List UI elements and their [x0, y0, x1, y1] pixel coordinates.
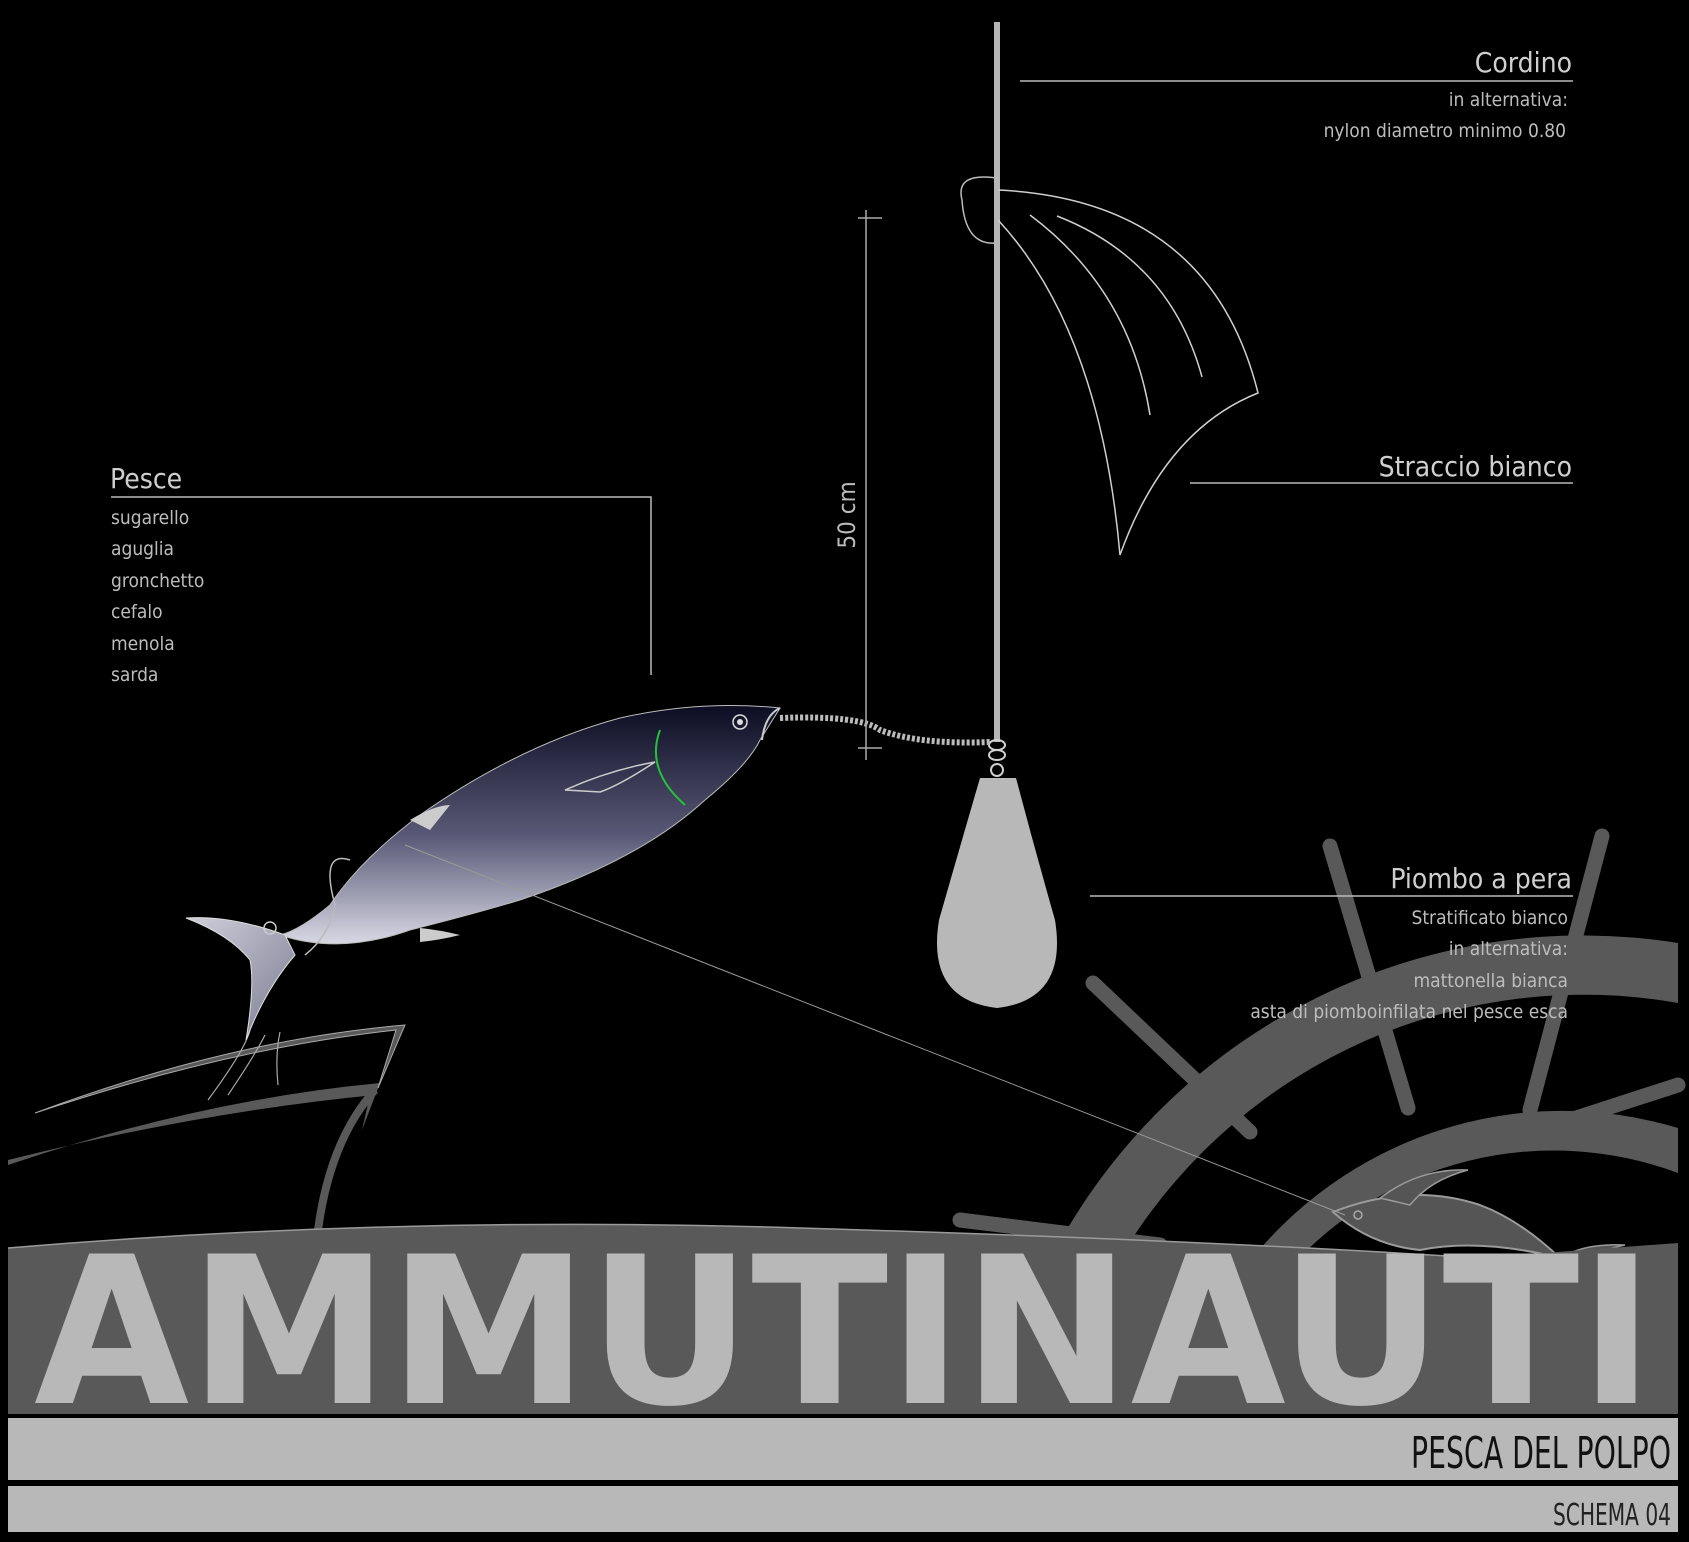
gill-mark	[654, 729, 686, 806]
rag-icon	[997, 189, 1259, 556]
cordino-line-1: in alternativa:	[1449, 89, 1568, 111]
pear-sinker-icon	[936, 778, 1058, 1008]
bait-fish-icon	[185, 705, 781, 1041]
cordino-title: Cordino	[1475, 46, 1572, 79]
piombo-line-4: asta di piomboinfilata nel pesce esca	[1250, 1001, 1568, 1023]
pesce-item: aguglia	[111, 538, 174, 560]
subtitle-bar	[8, 1418, 1678, 1480]
swivel-icon	[988, 739, 1006, 777]
subtitle: PESCA DEL POLPO	[1411, 1428, 1671, 1479]
cordino-line-2: nylon diametro minimo 0.80	[1324, 120, 1566, 142]
pesce-item: menola	[111, 633, 175, 655]
schema-bar	[8, 1486, 1678, 1532]
piombo-title: Piombo a pera	[1390, 862, 1572, 895]
piombo-line-2: in alternativa:	[1449, 938, 1568, 960]
piombo-line-1: Stratificato bianco	[1412, 907, 1569, 929]
pesce-item: cefalo	[111, 601, 163, 623]
brand-name: AMMUTINAUTI	[34, 1214, 1654, 1452]
piombo-line-3: mattonella bianca	[1413, 970, 1568, 992]
pesce-item: sugarello	[111, 507, 189, 529]
cordino-knot	[960, 176, 998, 244]
label-pesce: Pesce sugarello aguglia gronchetto cefal…	[110, 462, 652, 686]
leader-line	[779, 714, 991, 746]
dimension-50cm	[858, 210, 882, 760]
label-straccio: Straccio bianco	[1190, 450, 1573, 484]
boat-icon	[8, 1024, 406, 1231]
wave-band	[8, 1224, 1678, 1414]
rig: 50 cm	[185, 22, 1346, 1216]
label-piombo: Piombo a pera Stratificato bianco in alt…	[1090, 862, 1573, 1023]
label-cordino: Cordino in alternativa: nylon diametro m…	[1020, 46, 1573, 142]
pointer-line	[404, 844, 1346, 1216]
schema-label: SCHEMA 04	[1553, 1498, 1671, 1533]
straccio-title: Straccio bianco	[1379, 450, 1572, 483]
dimension-label: 50 cm	[833, 481, 861, 548]
pesce-item: gronchetto	[111, 570, 204, 592]
pesce-title: Pesce	[110, 462, 182, 495]
pesce-item: sarda	[111, 664, 158, 686]
logo-graphic	[7, 828, 1686, 1532]
